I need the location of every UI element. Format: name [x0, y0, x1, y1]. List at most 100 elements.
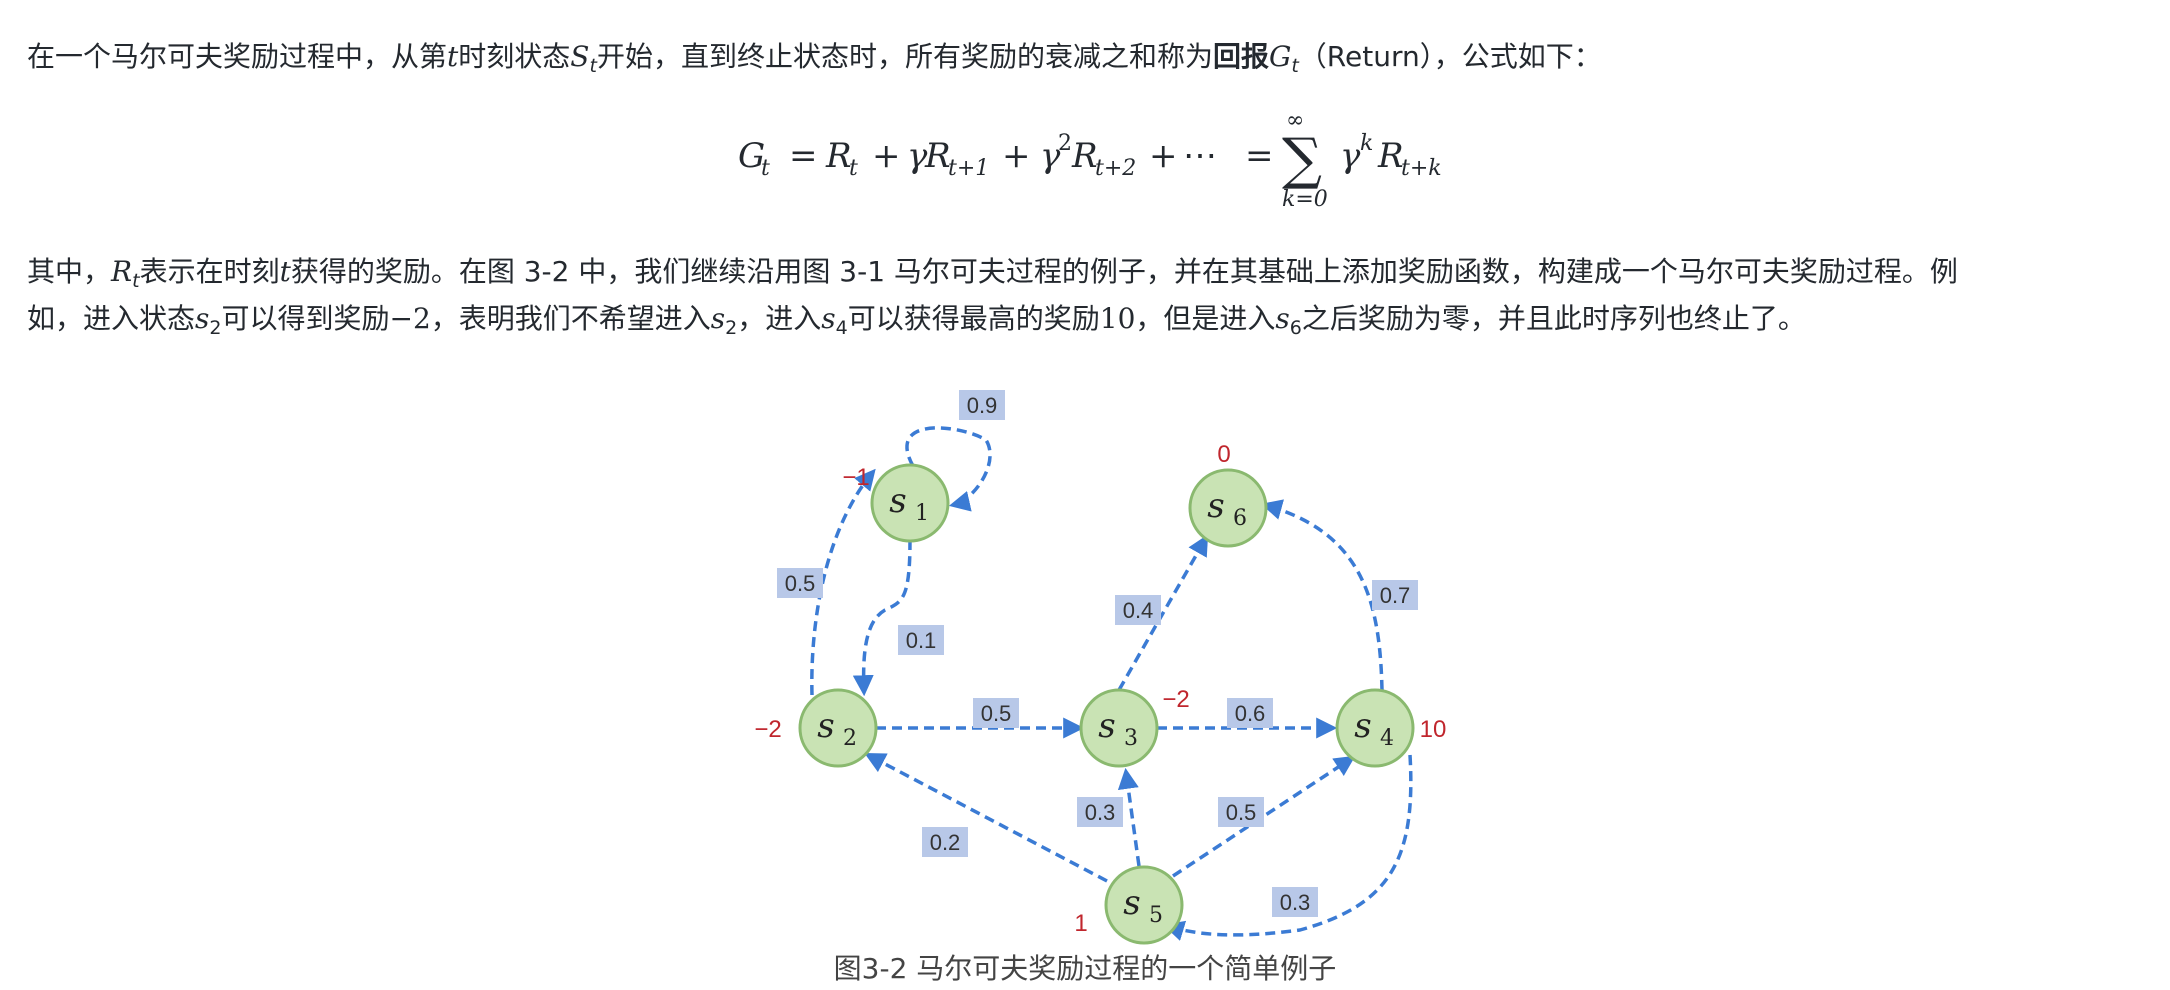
node-s4: s 4 10: [1335, 688, 1447, 768]
edge-prob: 0.9: [967, 393, 998, 418]
formula-gamma: γ: [907, 136, 928, 176]
edge-s4-s5: [1162, 754, 1413, 941]
formula-R: R: [825, 136, 852, 176]
node-label: s: [817, 706, 834, 746]
text-segment: 在一个马尔可夫奖励过程中，从第: [27, 40, 448, 73]
math-subscript: 4: [835, 317, 848, 339]
node-s6: s 6 0: [1188, 441, 1268, 548]
node-label: s: [1354, 706, 1371, 746]
edge-prob: 0.3: [1280, 890, 1311, 915]
text-segment: 获得的奖励。在图 3-2 中，我们继续沿用图 3-1 马尔可夫过程的例子，并在其…: [290, 255, 1958, 288]
math-subscript: t: [589, 55, 597, 77]
node-reward: −2: [1162, 686, 1189, 713]
formula-sup: 2: [1058, 131, 1072, 156]
node-reward: 10: [1420, 716, 1447, 743]
node-sub: 3: [1124, 726, 1138, 751]
text-segment: 时刻状态: [458, 40, 571, 73]
formula-sum: ∑: [1282, 127, 1322, 192]
edge-label: 0.9: [959, 390, 1005, 420]
node-s1: s 1 −1: [842, 463, 950, 543]
intro-paragraph: 在一个马尔可夫奖励过程中，从第t时刻状态St开始，直到终止状态时，所有奖励的衰减…: [27, 34, 1602, 89]
edge-labels: 0.9 0.5 0.1 0.4 0.7 0.5 0.6 0.3 0.5 0.2 …: [777, 390, 1418, 917]
edge-s5-s2: [864, 753, 1108, 883]
text-segment: （Return），公式如下：: [1298, 40, 1602, 73]
formula-R: R: [1071, 136, 1098, 176]
edge-label: 0.3: [1077, 797, 1123, 827]
edge-s2-s1: [810, 468, 876, 696]
edge-label: 0.4: [1115, 595, 1161, 625]
edge-prob: 0.5: [785, 571, 816, 596]
edge-s4-s6: [1260, 499, 1384, 691]
figure-caption: 图3-2 马尔可夫奖励过程的一个简单例子: [833, 952, 1337, 985]
text-segment: ，但是进入: [1135, 302, 1276, 335]
math-var-G: G: [1268, 40, 1292, 73]
text-segment: 之后奖励为零，并且此时序列也终止了。: [1301, 302, 1806, 335]
formula-plus: +: [1149, 136, 1178, 176]
math-subscript: 2: [209, 317, 222, 339]
node-sub: 1: [915, 501, 929, 526]
math-var-s: s: [1275, 302, 1290, 335]
text-segment: ，表明我们不希望进入: [430, 302, 711, 335]
edge-prob: 0.6: [1235, 701, 1266, 726]
edge-prob: 0.5: [1226, 800, 1257, 825]
formula-R: R: [1377, 136, 1404, 176]
math-number: −2: [389, 302, 431, 335]
edge-label: 0.2: [922, 827, 968, 857]
node-s2: s 2 −2: [754, 688, 878, 768]
edge-label: 0.3: [1272, 887, 1318, 917]
text-segment: 可以获得最高的奖励: [847, 302, 1100, 335]
edge-prob: 0.3: [1085, 800, 1116, 825]
edge-label: 0.5: [777, 568, 823, 598]
return-formula: G t = R t + γ R t+1 + γ 2 R t+2 + ⋯ = ∞ …: [738, 108, 1442, 212]
node-reward: −1: [842, 464, 869, 491]
edge-prob: 0.7: [1380, 583, 1411, 608]
text-segment: 开始，直到终止状态时，所有奖励的衰减之和称为: [596, 40, 1213, 73]
formula-G: G: [738, 136, 765, 176]
formula-sub: t+k: [1401, 156, 1442, 181]
edge-s5-s4: [1172, 755, 1356, 878]
node-reward: −2: [754, 716, 781, 743]
edge-prob: 0.5: [981, 701, 1012, 726]
edge-label: 0.5: [1218, 797, 1264, 827]
math-var-t: t: [447, 40, 459, 73]
formula-sub: t: [761, 156, 770, 181]
node-label: s: [889, 481, 906, 521]
math-var-t: t: [279, 255, 291, 288]
text-segment: 如，进入状态: [27, 302, 196, 335]
math-var-s: s: [821, 302, 836, 335]
formula-equals: =: [1245, 136, 1274, 176]
formula-sub: t+1: [948, 156, 989, 181]
math-subscript: t: [132, 270, 140, 292]
node-sub: 2: [843, 726, 857, 751]
formula-plus: +: [1002, 136, 1031, 176]
node-s5: s 5 1: [1074, 865, 1184, 945]
node-sub: 4: [1380, 726, 1394, 751]
node-label: s: [1123, 883, 1140, 923]
edge-label: 0.1: [898, 625, 944, 655]
math-var-s: s: [710, 302, 726, 335]
explanation-paragraph-line2: 如，进入状态s2可以得到奖励−2，表明我们不希望进入s2，进入s4可以获得最高的…: [27, 296, 1806, 351]
nodes: s 1 −1 s 2 −2 s 3 −2 s 4 10 s 5 1: [754, 441, 1447, 945]
text-segment: ，进入: [737, 302, 822, 335]
math-var-R: R: [111, 255, 133, 288]
formula-sup: k: [1360, 131, 1373, 156]
math-subscript: 2: [725, 317, 738, 339]
math-number: 10: [1099, 302, 1136, 335]
edge-s3-s6: [1117, 534, 1209, 691]
formula-sub: t: [849, 156, 858, 181]
formula-R: R: [924, 136, 951, 176]
edge-s5-s3: [1117, 767, 1141, 867]
formula-gamma: γ: [1340, 136, 1361, 176]
text-segment: 其中，: [27, 255, 112, 288]
text-segment: 表示在时刻: [139, 255, 280, 288]
node-reward: 1: [1074, 910, 1087, 937]
edge-s1-s1: [905, 426, 992, 512]
formula-lower-limit: k=0: [1282, 187, 1328, 212]
formula-gamma: γ: [1040, 136, 1061, 176]
math-subscript: t: [1291, 55, 1299, 77]
formula-upper-limit: ∞: [1286, 108, 1304, 133]
edge-s1-s2: [852, 539, 912, 697]
edge-label: 0.7: [1372, 580, 1418, 610]
bold-term-return: 回报: [1212, 40, 1269, 73]
